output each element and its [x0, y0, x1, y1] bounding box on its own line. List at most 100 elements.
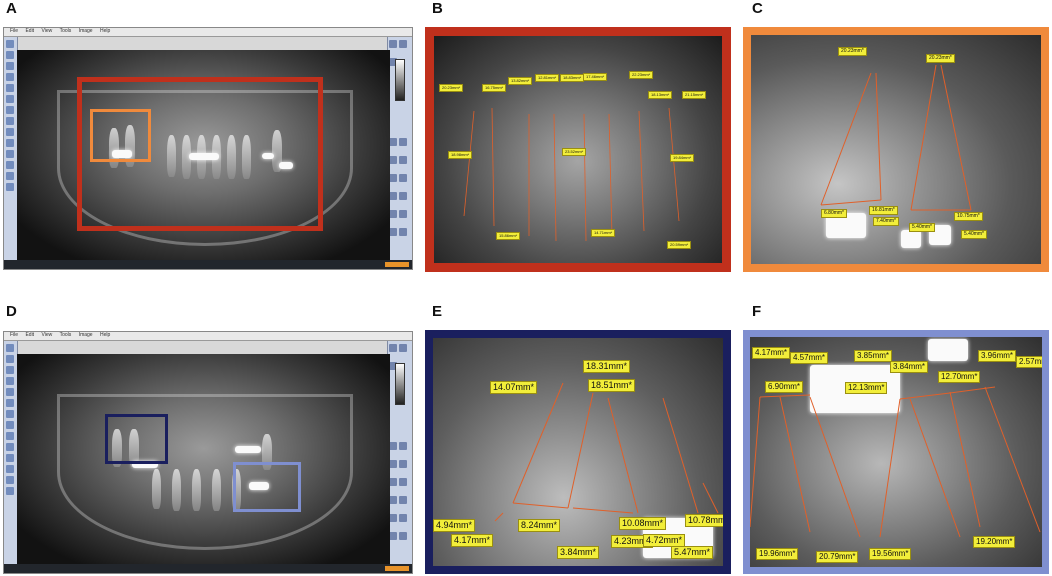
tool-icon[interactable] — [6, 172, 14, 180]
menu-tools[interactable]: Tools — [59, 28, 72, 34]
tooth — [125, 125, 135, 167]
zoom-out-icon[interactable] — [399, 344, 407, 352]
tool-icon[interactable] — [6, 454, 14, 462]
tool-icon[interactable] — [6, 344, 14, 352]
tool-icon[interactable] — [6, 62, 14, 70]
tooth — [227, 135, 236, 179]
tool-icon[interactable] — [6, 388, 14, 396]
pointer-icon[interactable] — [389, 58, 397, 66]
menu-view[interactable]: View — [41, 28, 53, 34]
tool-icon[interactable] — [6, 51, 14, 59]
tool-icon[interactable] — [389, 514, 397, 522]
menu-tools[interactable]: Tools — [59, 332, 72, 338]
tool-icon[interactable] — [389, 228, 397, 236]
tooth — [192, 469, 201, 511]
region-f-marker — [233, 462, 301, 512]
tool-icon[interactable] — [389, 138, 397, 146]
status-bar — [4, 260, 412, 269]
pointer-icon[interactable] — [389, 362, 397, 370]
measurement-label: 7.40mm* — [873, 217, 900, 226]
measurement-label: 6.80mm* — [821, 209, 848, 218]
zoom-in-icon[interactable] — [389, 344, 397, 352]
measurement-label: 4.17mm* — [752, 347, 791, 359]
tool-icon[interactable] — [6, 487, 14, 495]
measurement-label: 5.47mm* — [671, 546, 714, 559]
contrast-slider[interactable] — [395, 363, 405, 405]
tool-icon[interactable] — [6, 366, 14, 374]
menu-view[interactable]: View — [41, 332, 53, 338]
measurement-label: 18.83mm* — [560, 74, 585, 82]
tool-icon[interactable] — [399, 138, 407, 146]
tool-icon[interactable] — [399, 228, 407, 236]
tool-icon[interactable] — [389, 496, 397, 504]
right-toolbar — [387, 37, 412, 262]
measurement-label: 14.07mm* — [490, 381, 538, 394]
tool-icon[interactable] — [399, 174, 407, 182]
tool-icon[interactable] — [6, 139, 14, 147]
tool-icon[interactable] — [389, 478, 397, 486]
tool-icon[interactable] — [399, 192, 407, 200]
tool-icon[interactable] — [399, 514, 407, 522]
menu-file[interactable]: File — [10, 332, 19, 338]
tool-icon[interactable] — [6, 73, 14, 81]
menu-edit[interactable]: Edit — [25, 28, 35, 34]
tool-icon[interactable] — [399, 496, 407, 504]
menu-image[interactable]: Image — [78, 332, 93, 338]
measurement-label: 4.72mm* — [643, 534, 686, 547]
tool-icon[interactable] — [6, 377, 14, 385]
menu-image[interactable]: Image — [78, 28, 93, 34]
measurement-label: 12.13mm* — [845, 382, 888, 394]
tool-icon[interactable] — [399, 532, 407, 540]
tool-icon[interactable] — [6, 355, 14, 363]
tool-icon[interactable] — [6, 421, 14, 429]
menu-help[interactable]: Help — [99, 332, 111, 338]
measurement-label: 4.17mm* — [451, 534, 494, 547]
tool-icon[interactable] — [399, 478, 407, 486]
restoration — [279, 162, 293, 169]
measurement-label: 20.23mm* — [926, 54, 955, 63]
tool-icon[interactable] — [389, 174, 397, 182]
tool-icon[interactable] — [6, 106, 14, 114]
measurement-label: 3.84mm* — [890, 361, 929, 373]
zoom-out-icon[interactable] — [399, 40, 407, 48]
zoom-in-icon[interactable] — [389, 40, 397, 48]
measurement-label: 18.51mm* — [588, 379, 636, 392]
tooth — [167, 135, 176, 177]
menu-edit[interactable]: Edit — [25, 332, 35, 338]
tool-icon[interactable] — [389, 442, 397, 450]
tool-icon[interactable] — [6, 95, 14, 103]
tool-icon[interactable] — [6, 476, 14, 484]
tool-icon[interactable] — [389, 460, 397, 468]
measurement-label: 17.46mm* — [583, 73, 608, 81]
tool-icon[interactable] — [6, 150, 14, 158]
restoration — [262, 153, 274, 159]
tool-icon[interactable] — [6, 410, 14, 418]
tool-icon[interactable] — [6, 40, 14, 48]
tool-icon[interactable] — [389, 156, 397, 164]
tooth — [172, 469, 181, 511]
menu-file[interactable]: File — [10, 28, 19, 34]
tool-icon[interactable] — [399, 460, 407, 468]
measurement-label: 20.23mm* — [838, 47, 867, 56]
tool-icon[interactable] — [6, 84, 14, 92]
tool-icon[interactable] — [6, 399, 14, 407]
contrast-slider[interactable] — [395, 59, 405, 101]
measurement-label: 10.08mm* — [619, 517, 667, 530]
tool-icon[interactable] — [6, 183, 14, 191]
tool-icon[interactable] — [389, 210, 397, 218]
tool-icon[interactable] — [6, 128, 14, 136]
tool-icon[interactable] — [6, 443, 14, 451]
tool-icon[interactable] — [399, 210, 407, 218]
tool-icon[interactable] — [6, 465, 14, 473]
measurement-label: 16.75mm* — [482, 84, 507, 92]
tool-icon[interactable] — [6, 161, 14, 169]
tool-icon[interactable] — [389, 532, 397, 540]
tool-icon[interactable] — [6, 117, 14, 125]
tooth — [262, 434, 272, 470]
panel-c-letter: C — [752, 0, 763, 17]
tool-icon[interactable] — [389, 192, 397, 200]
menu-help[interactable]: Help — [99, 28, 111, 34]
tool-icon[interactable] — [399, 442, 407, 450]
tool-icon[interactable] — [399, 156, 407, 164]
tool-icon[interactable] — [6, 432, 14, 440]
